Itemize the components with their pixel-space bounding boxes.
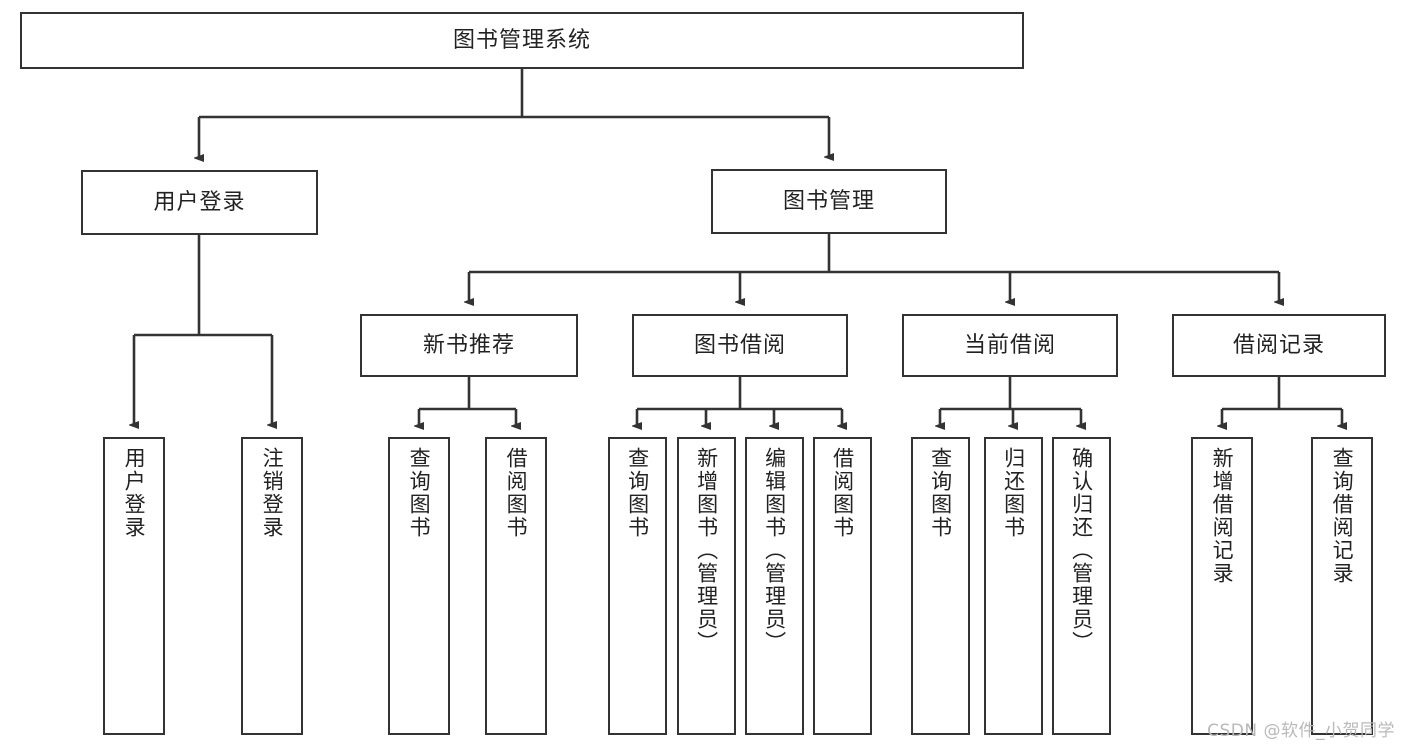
node-leaf-return-book-label: 归还图书 xyxy=(1001,447,1026,539)
node-book-manage[interactable]: 图书管理 xyxy=(711,169,947,234)
node-leaf-query-record-label: 查询借阅记录 xyxy=(1330,447,1355,585)
node-leaf-return-book[interactable]: 归还图书 xyxy=(984,437,1043,735)
node-leaf-borrow-book-2-label: 借阅图书 xyxy=(830,447,855,539)
node-leaf-add-record-label: 新增借阅记录 xyxy=(1210,447,1235,585)
node-leaf-query-book-1[interactable]: 查询图书 xyxy=(388,437,450,735)
node-leaf-logout-label: 注销登录 xyxy=(260,447,285,539)
node-new-book-rec-label: 新书推荐 xyxy=(422,332,515,358)
node-user-login[interactable]: 用户登录 xyxy=(81,170,318,235)
node-book-manage-label: 图书管理 xyxy=(782,188,875,214)
node-leaf-borrow-book-2[interactable]: 借阅图书 xyxy=(813,437,872,735)
node-leaf-confirm-return-label: 确认归还（管理员） xyxy=(1069,447,1094,654)
node-book-borrow-label: 图书借阅 xyxy=(693,332,786,358)
node-leaf-query-book-3-label: 查询图书 xyxy=(928,447,953,539)
node-leaf-query-book-1-label: 查询图书 xyxy=(407,447,432,539)
node-leaf-add-record[interactable]: 新增借阅记录 xyxy=(1191,437,1253,735)
node-user-login-label: 用户登录 xyxy=(153,189,246,215)
node-leaf-confirm-return[interactable]: 确认归还（管理员） xyxy=(1052,437,1111,735)
node-leaf-edit-book[interactable]: 编辑图书（管理员） xyxy=(745,437,804,735)
node-leaf-query-book-2-label: 查询图书 xyxy=(625,447,650,539)
node-leaf-borrow-book-1-label: 借阅图书 xyxy=(504,447,529,539)
node-leaf-query-book-3[interactable]: 查询图书 xyxy=(911,437,970,735)
node-leaf-query-record[interactable]: 查询借阅记录 xyxy=(1311,437,1373,735)
node-borrow-record[interactable]: 借阅记录 xyxy=(1172,314,1386,377)
node-current-borrow[interactable]: 当前借阅 xyxy=(902,314,1118,377)
node-leaf-add-book-label: 新增图书（管理员） xyxy=(694,447,719,654)
node-root-label: 图书管理系统 xyxy=(452,27,591,53)
node-borrow-record-label: 借阅记录 xyxy=(1232,332,1325,358)
node-root[interactable]: 图书管理系统 xyxy=(20,12,1024,69)
node-leaf-user-login-label: 用户登录 xyxy=(122,447,147,539)
node-leaf-borrow-book-1[interactable]: 借阅图书 xyxy=(485,437,547,735)
node-new-book-rec[interactable]: 新书推荐 xyxy=(360,314,578,377)
node-leaf-logout[interactable]: 注销登录 xyxy=(241,437,303,735)
node-leaf-query-book-2[interactable]: 查询图书 xyxy=(608,437,667,735)
node-current-borrow-label: 当前借阅 xyxy=(963,332,1056,358)
node-leaf-user-login[interactable]: 用户登录 xyxy=(103,437,165,735)
watermark: CSDN @软件_小贺同学 xyxy=(1207,721,1395,741)
node-leaf-add-book[interactable]: 新增图书（管理员） xyxy=(677,437,736,735)
node-book-borrow[interactable]: 图书借阅 xyxy=(632,314,848,377)
node-leaf-edit-book-label: 编辑图书（管理员） xyxy=(762,447,787,654)
